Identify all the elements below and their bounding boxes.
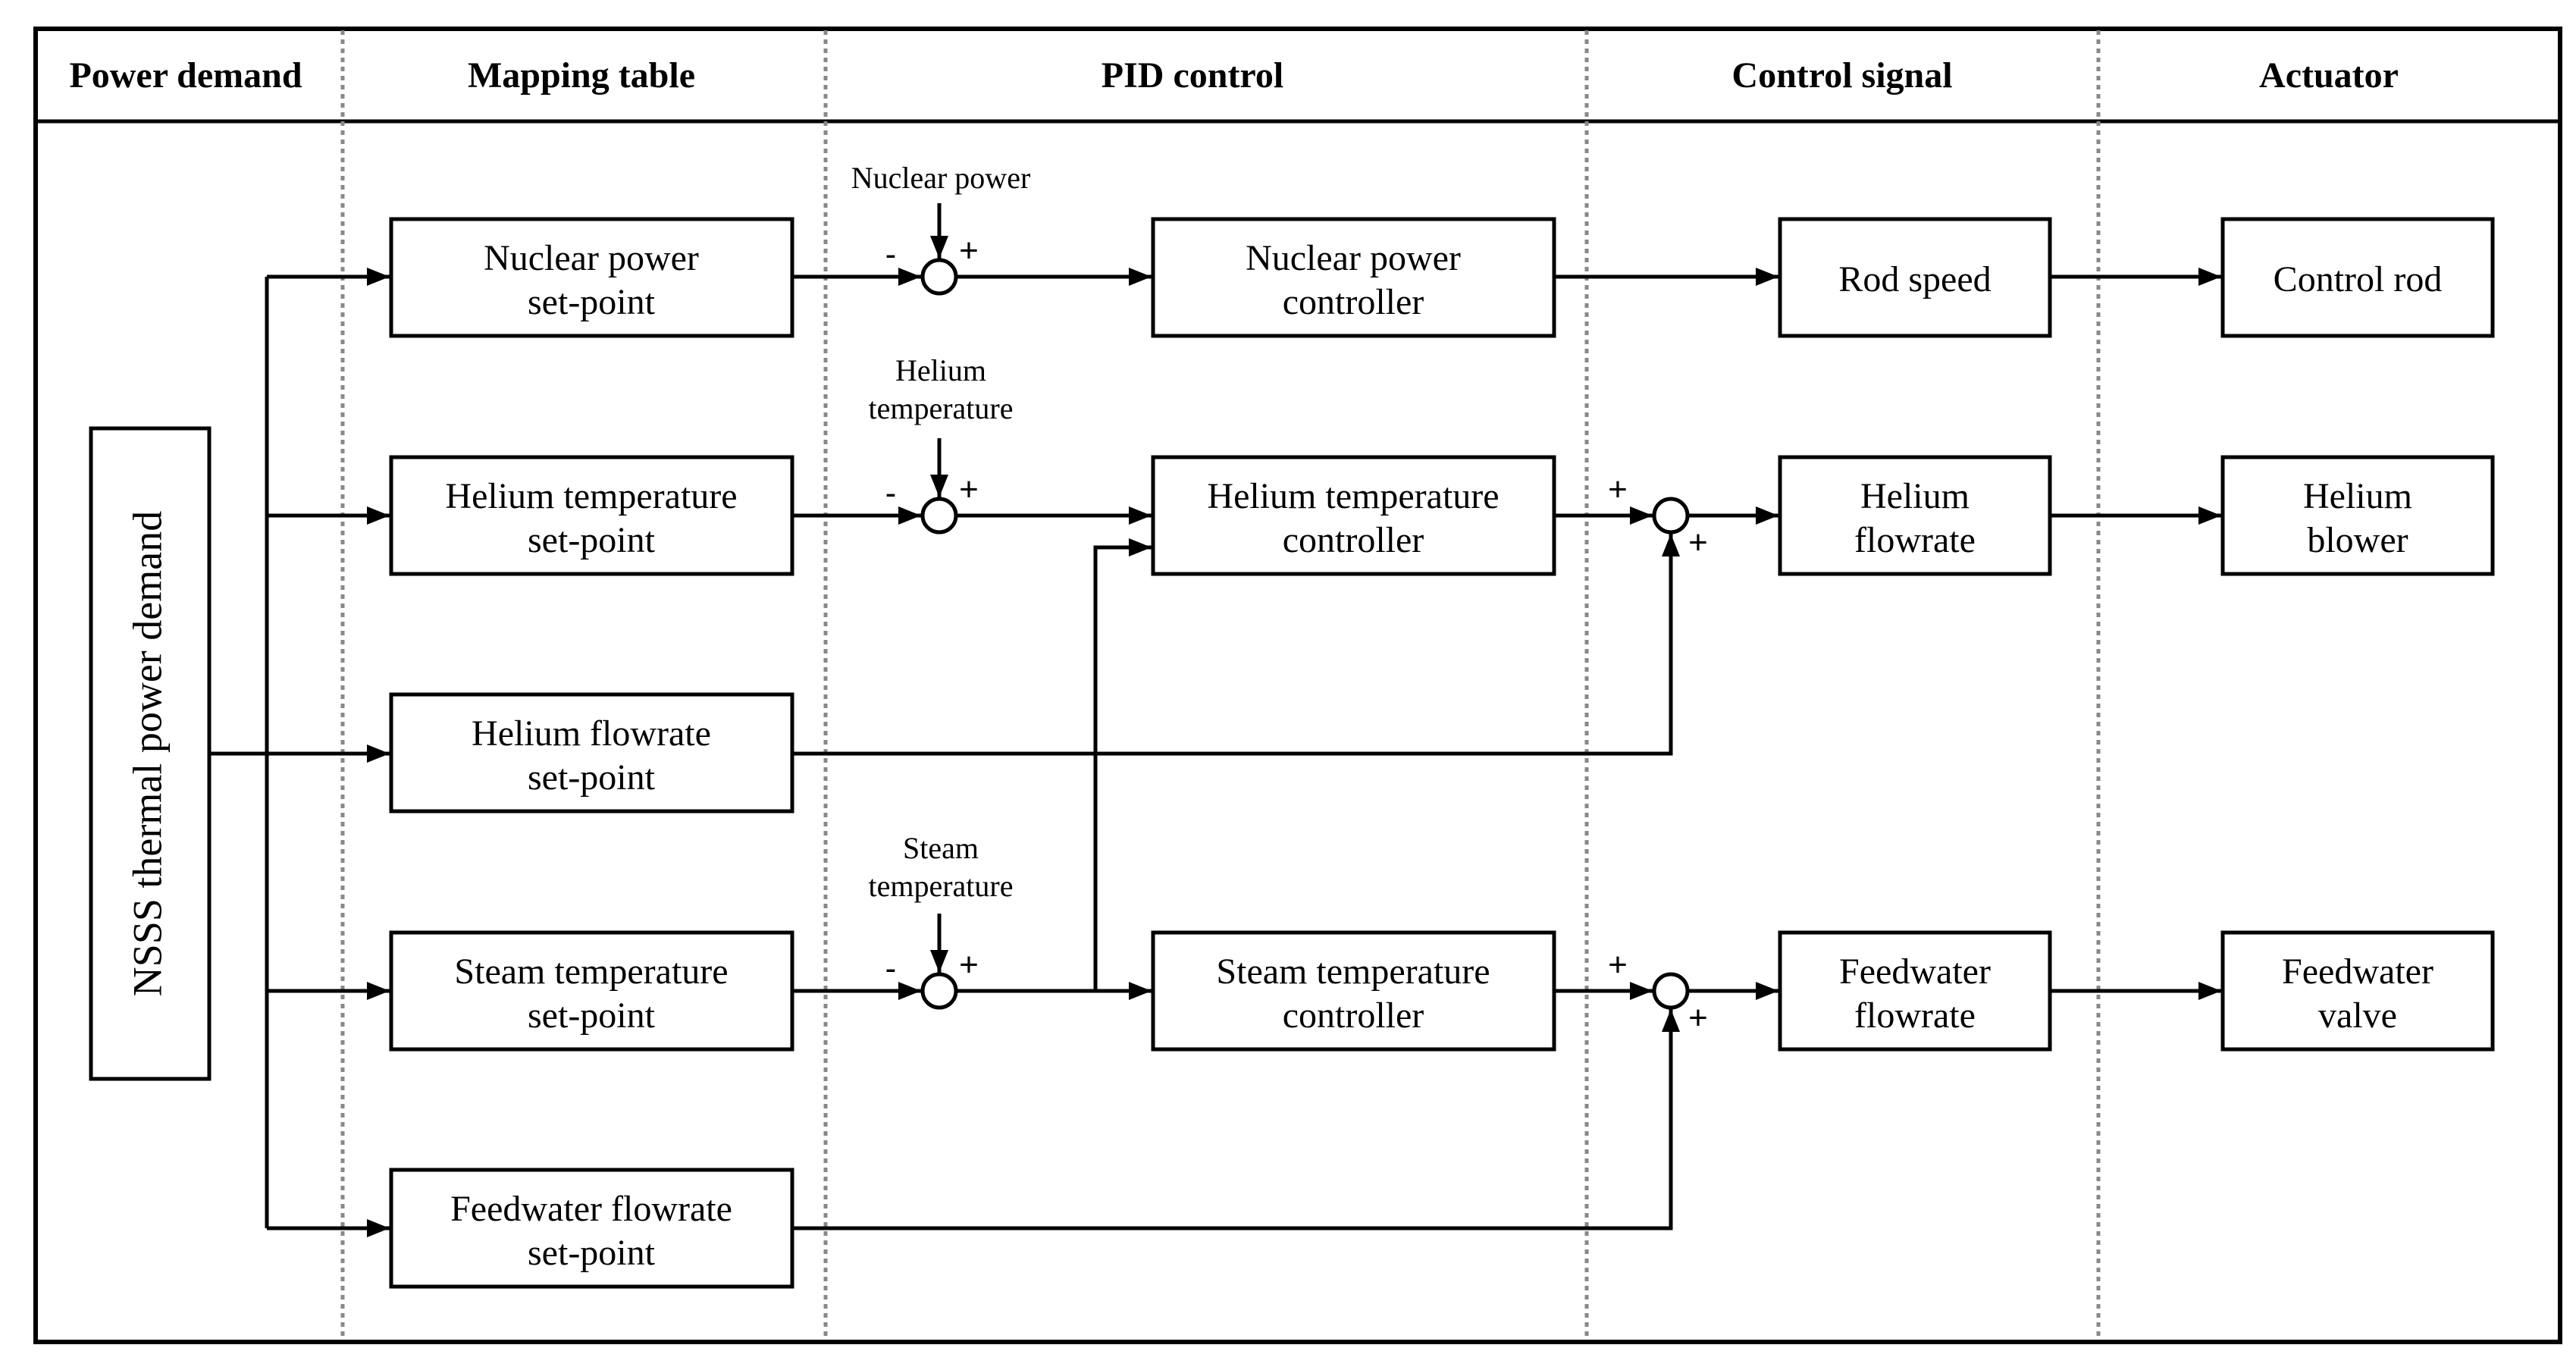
helium-temp-setpoint-line1: Helium temperature [445, 476, 737, 516]
feedwater-plus-top: + [1608, 946, 1628, 983]
feedwater-setpoint-line1: Feedwater flowrate [450, 1189, 732, 1229]
steam-temp-controller-line2: controller [1283, 995, 1424, 1036]
helium-feedback-label-line1: Helium [895, 353, 986, 387]
helium-temp-summing-junction [920, 497, 958, 535]
helium-minus-sign: - [885, 475, 897, 512]
helium-plus-sign: + [959, 471, 979, 508]
feedwater-setpoint-box [389, 1168, 794, 1289]
steam-feedback-label-line2: temperature [869, 869, 1014, 903]
helium-temp-controller-line2: controller [1283, 520, 1424, 560]
nsss-demand-box [89, 426, 212, 1081]
header-pid-control: PID control [1102, 55, 1283, 96]
nsss-demand-label: NSSS thermal power demand [124, 511, 170, 996]
nuclear-setpoint-line1: Nuclear power [484, 238, 699, 278]
nuclear-controller-line1: Nuclear power [1246, 238, 1461, 278]
helium-temp-setpoint-box [389, 455, 794, 576]
helium-flow-plus-top: + [1608, 471, 1628, 508]
nuclear-feedback-label: Nuclear power [851, 161, 1031, 195]
feedwater-valve-line2: valve [2318, 995, 2397, 1036]
helium-temp-controller-line1: Helium temperature [1207, 476, 1499, 516]
helium-flowrate-box [1778, 455, 2052, 576]
header-mapping-table: Mapping table [468, 55, 695, 96]
steam-temp-setpoint-box [389, 930, 794, 1052]
feedwater-valve-line1: Feedwater [2282, 951, 2433, 992]
helium-flowrate-line2: flowrate [1854, 520, 1976, 560]
header-power-demand: Power demand [69, 55, 302, 96]
steam-temp-setpoint-line1: Steam temperature [454, 951, 728, 992]
helium-blower-line2: blower [2307, 520, 2408, 560]
feedwater-flowrate-box [1778, 930, 2052, 1052]
helium-flow-plus-bottom: + [1688, 524, 1708, 561]
feedwater-flowrate-line1: Feedwater [1839, 951, 1991, 992]
steam-temp-controller-box [1151, 930, 1556, 1052]
diagram-frame [33, 27, 2562, 1344]
nuclear-summing-junction [920, 258, 958, 296]
feedwater-valve-box [2220, 930, 2495, 1052]
helium-flow-summing-junction [1652, 497, 1690, 535]
control-rod-label: Control rod [2274, 259, 2443, 299]
helium-flow-setpoint-line2: set-point [528, 757, 656, 798]
feedwater-plus-bottom: + [1688, 999, 1708, 1036]
feedwater-flowrate-line2: flowrate [1854, 995, 1976, 1036]
steam-plus-sign: + [959, 946, 979, 983]
nuclear-controller-box [1151, 217, 1556, 338]
nuclear-plus-sign: + [959, 232, 979, 269]
wire-steam-to-helium-controller [1093, 538, 1152, 991]
nuclear-setpoint-box [389, 217, 794, 338]
control-rod-box [2220, 217, 2495, 338]
helium-flow-setpoint-box [389, 692, 794, 814]
rod-speed-box [1778, 217, 2052, 338]
helium-flowrate-line1: Helium [1860, 476, 1970, 516]
helium-blower-box [2220, 455, 2495, 576]
steam-feedback-label-line1: Steam [903, 831, 979, 865]
steam-temp-setpoint-line2: set-point [528, 995, 656, 1036]
helium-temp-setpoint-line2: set-point [528, 520, 656, 560]
feedwater-summing-junction [1652, 972, 1690, 1010]
helium-flow-setpoint-line1: Helium flowrate [472, 713, 711, 754]
nuclear-controller-line2: controller [1283, 282, 1424, 322]
helium-blower-line1: Helium [2303, 476, 2412, 516]
rod-speed-label: Rod speed [1838, 259, 1991, 299]
steam-minus-sign: - [885, 950, 897, 987]
feedwater-setpoint-line2: set-point [528, 1233, 656, 1273]
steam-temp-summing-junction [920, 972, 958, 1010]
header-control-signal: Control signal [1731, 55, 1952, 96]
steam-temp-controller-line1: Steam temperature [1216, 951, 1490, 992]
wire-helium-flow-sp-to-sum [792, 534, 1680, 756]
header-actuator: Actuator [2259, 55, 2399, 96]
nuclear-minus-sign: - [885, 236, 897, 273]
nuclear-setpoint-line2: set-point [528, 282, 656, 322]
wire-feedwater-sp-to-sum [792, 1009, 1680, 1230]
helium-feedback-label-line2: temperature [869, 391, 1014, 425]
